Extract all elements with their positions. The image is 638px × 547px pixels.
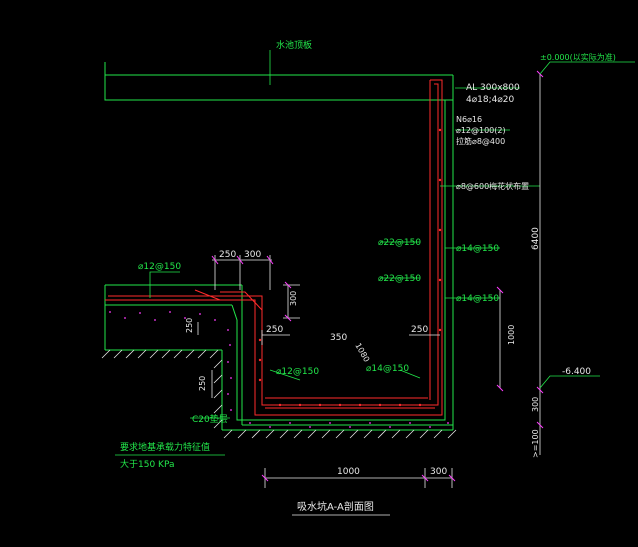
anchor-note: ⌀8@600梅花状布置 <box>456 181 529 191</box>
beam-note-1: N6⌀16 <box>456 115 482 124</box>
soil-note-1: 要求地基承载力特征值 <box>120 441 210 453</box>
beam-note-3: 拉筋⌀8@400 <box>456 136 505 146</box>
dim-ge100: >=100 <box>531 429 540 458</box>
dim-1000h: 1000 <box>337 467 360 477</box>
wall-inner-bot-rebar: ⌀22@150 <box>378 274 421 284</box>
pit-bottom-left-rebar: ⌀12@150 <box>276 367 319 377</box>
pit-bottom-right-rebar: ⌀14@150 <box>366 364 409 374</box>
concrete-outline <box>104 62 454 431</box>
top-note: 水池顶板 <box>276 39 312 51</box>
wall-outer-bot-rebar: ⌀14@150 <box>456 294 499 304</box>
ground-hatch <box>101 349 457 439</box>
cushion-dots <box>109 311 449 428</box>
dim-250v2: 250 <box>198 376 207 391</box>
dim-6400: 6400 <box>531 227 541 250</box>
slab-left-rebar: ⌀12@150 <box>138 262 181 272</box>
wall-inner-top-rebar: ⌀22@150 <box>378 238 421 248</box>
dim-300h: 300 <box>430 467 447 477</box>
dim-250a: 250 <box>219 250 236 260</box>
leaders <box>115 50 540 456</box>
dim-250b: 250 <box>266 325 283 335</box>
dim-250c: 250 <box>411 325 428 335</box>
dim-300a: 300 <box>244 250 261 260</box>
dim-1080: 1080 <box>353 342 371 364</box>
dim-300v: 300 <box>289 291 298 306</box>
elevation-markers <box>539 61 635 389</box>
wall-outer-top-rebar: ⌀14@150 <box>456 244 499 254</box>
elev-bottom: -6.400 <box>562 367 591 377</box>
beam-spec-1: AL 300x800 <box>466 83 520 93</box>
elev-top: ±0.000(以实际为准) <box>540 52 616 62</box>
beam-note-2: ⌀12@100(2) <box>456 126 506 135</box>
drawing-title: 吸水坑A-A剖面图 <box>297 500 374 513</box>
beam-spec-2: 4⌀18;4⌀20 <box>466 95 514 105</box>
dim-marks <box>211 70 544 482</box>
cushion-label: C20垫层 <box>192 413 228 425</box>
rebar <box>105 79 443 416</box>
dim-1000v: 1000 <box>507 325 516 345</box>
dim-300-right: 300 <box>531 397 540 412</box>
soil-note-2: 大于150 KPa <box>120 458 174 470</box>
dim-250v1: 250 <box>185 318 194 333</box>
dim-350: 350 <box>330 333 347 343</box>
rebar-dots <box>258 128 442 407</box>
